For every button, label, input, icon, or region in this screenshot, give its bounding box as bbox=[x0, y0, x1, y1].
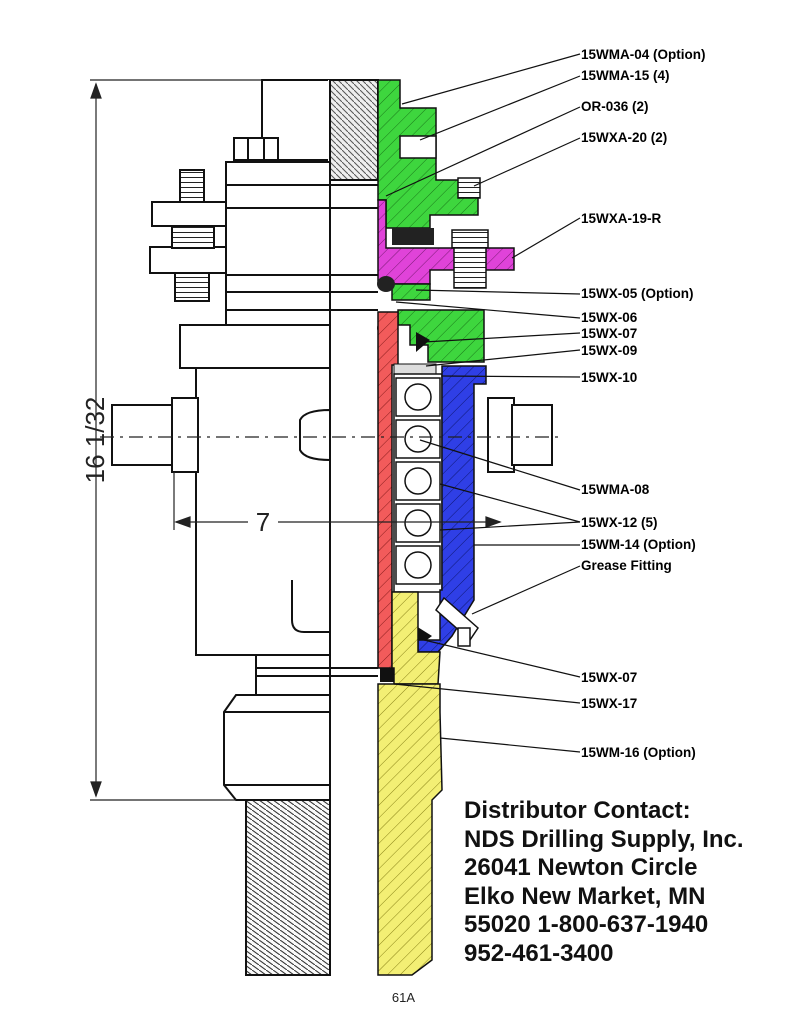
part-15wx-05 bbox=[391, 283, 485, 363]
page-number: 61A bbox=[391, 990, 416, 1005]
swivel-outline bbox=[111, 79, 553, 980]
callout-15wxa-19-r: 15WXA-19-R bbox=[581, 211, 662, 226]
dimension-lines bbox=[90, 79, 560, 801]
bearing-stack bbox=[393, 373, 443, 593]
callout-15wx-06: 15WX-06 bbox=[581, 310, 638, 325]
callout-15wx-09: 15WX-09 bbox=[581, 343, 637, 358]
callout-15wma-04: 15WMA-04 (Option) bbox=[581, 47, 706, 62]
contact-zip-phone: 55020 1-800-637-1940 bbox=[464, 911, 709, 939]
callout-15wm-14: 15WM-14 (Option) bbox=[581, 537, 696, 552]
contact-company: NDS Drilling Supply, Inc. bbox=[464, 825, 744, 853]
callout-15wx-17: 15WX-17 bbox=[581, 696, 637, 711]
callout-labels: 15WMA-04 (Option) 15WMA-15 (4) OR-036 (2… bbox=[581, 47, 706, 760]
callout-or-036: OR-036 (2) bbox=[581, 99, 649, 114]
contact-heading: Distributor Contact: bbox=[464, 797, 691, 824]
callout-15wma-15: 15WMA-15 (4) bbox=[581, 68, 670, 83]
callout-15wx-12: 15WX-12 (5) bbox=[581, 515, 658, 530]
callout-grease-fitting: Grease Fitting bbox=[581, 558, 672, 573]
contact-phone: 952-461-3400 bbox=[464, 939, 614, 967]
contact-city: Elko New Market, MN bbox=[464, 882, 706, 910]
callout-15wxa-20: 15WXA-20 (2) bbox=[581, 130, 667, 145]
leader-lines bbox=[385, 53, 581, 753]
callout-15wma-08: 15WMA-08 bbox=[581, 482, 650, 497]
part-15wma-04 bbox=[377, 79, 479, 245]
width-dimension-label: 7 bbox=[256, 507, 270, 537]
callout-15wx-10: 15WX-10 bbox=[581, 370, 637, 385]
callout-15wx-07-lower: 15WX-07 bbox=[581, 670, 637, 685]
callout-15wx-07-upper: 15WX-07 bbox=[581, 326, 637, 341]
part-15wma-08-stem bbox=[377, 311, 399, 669]
callout-15wx-05: 15WX-05 (Option) bbox=[581, 286, 694, 301]
contact-street: 26041 Newton Circle bbox=[464, 854, 698, 882]
distributor-contact: Distributor Contact: NDS Drilling Supply… bbox=[464, 797, 804, 969]
height-dimension-label: 16 1/32 bbox=[80, 397, 110, 484]
part-15wm-16 bbox=[377, 591, 443, 976]
callout-15wm-16: 15WM-16 (Option) bbox=[581, 745, 696, 760]
right-bolt bbox=[399, 135, 489, 289]
grease-fitting bbox=[435, 596, 479, 647]
